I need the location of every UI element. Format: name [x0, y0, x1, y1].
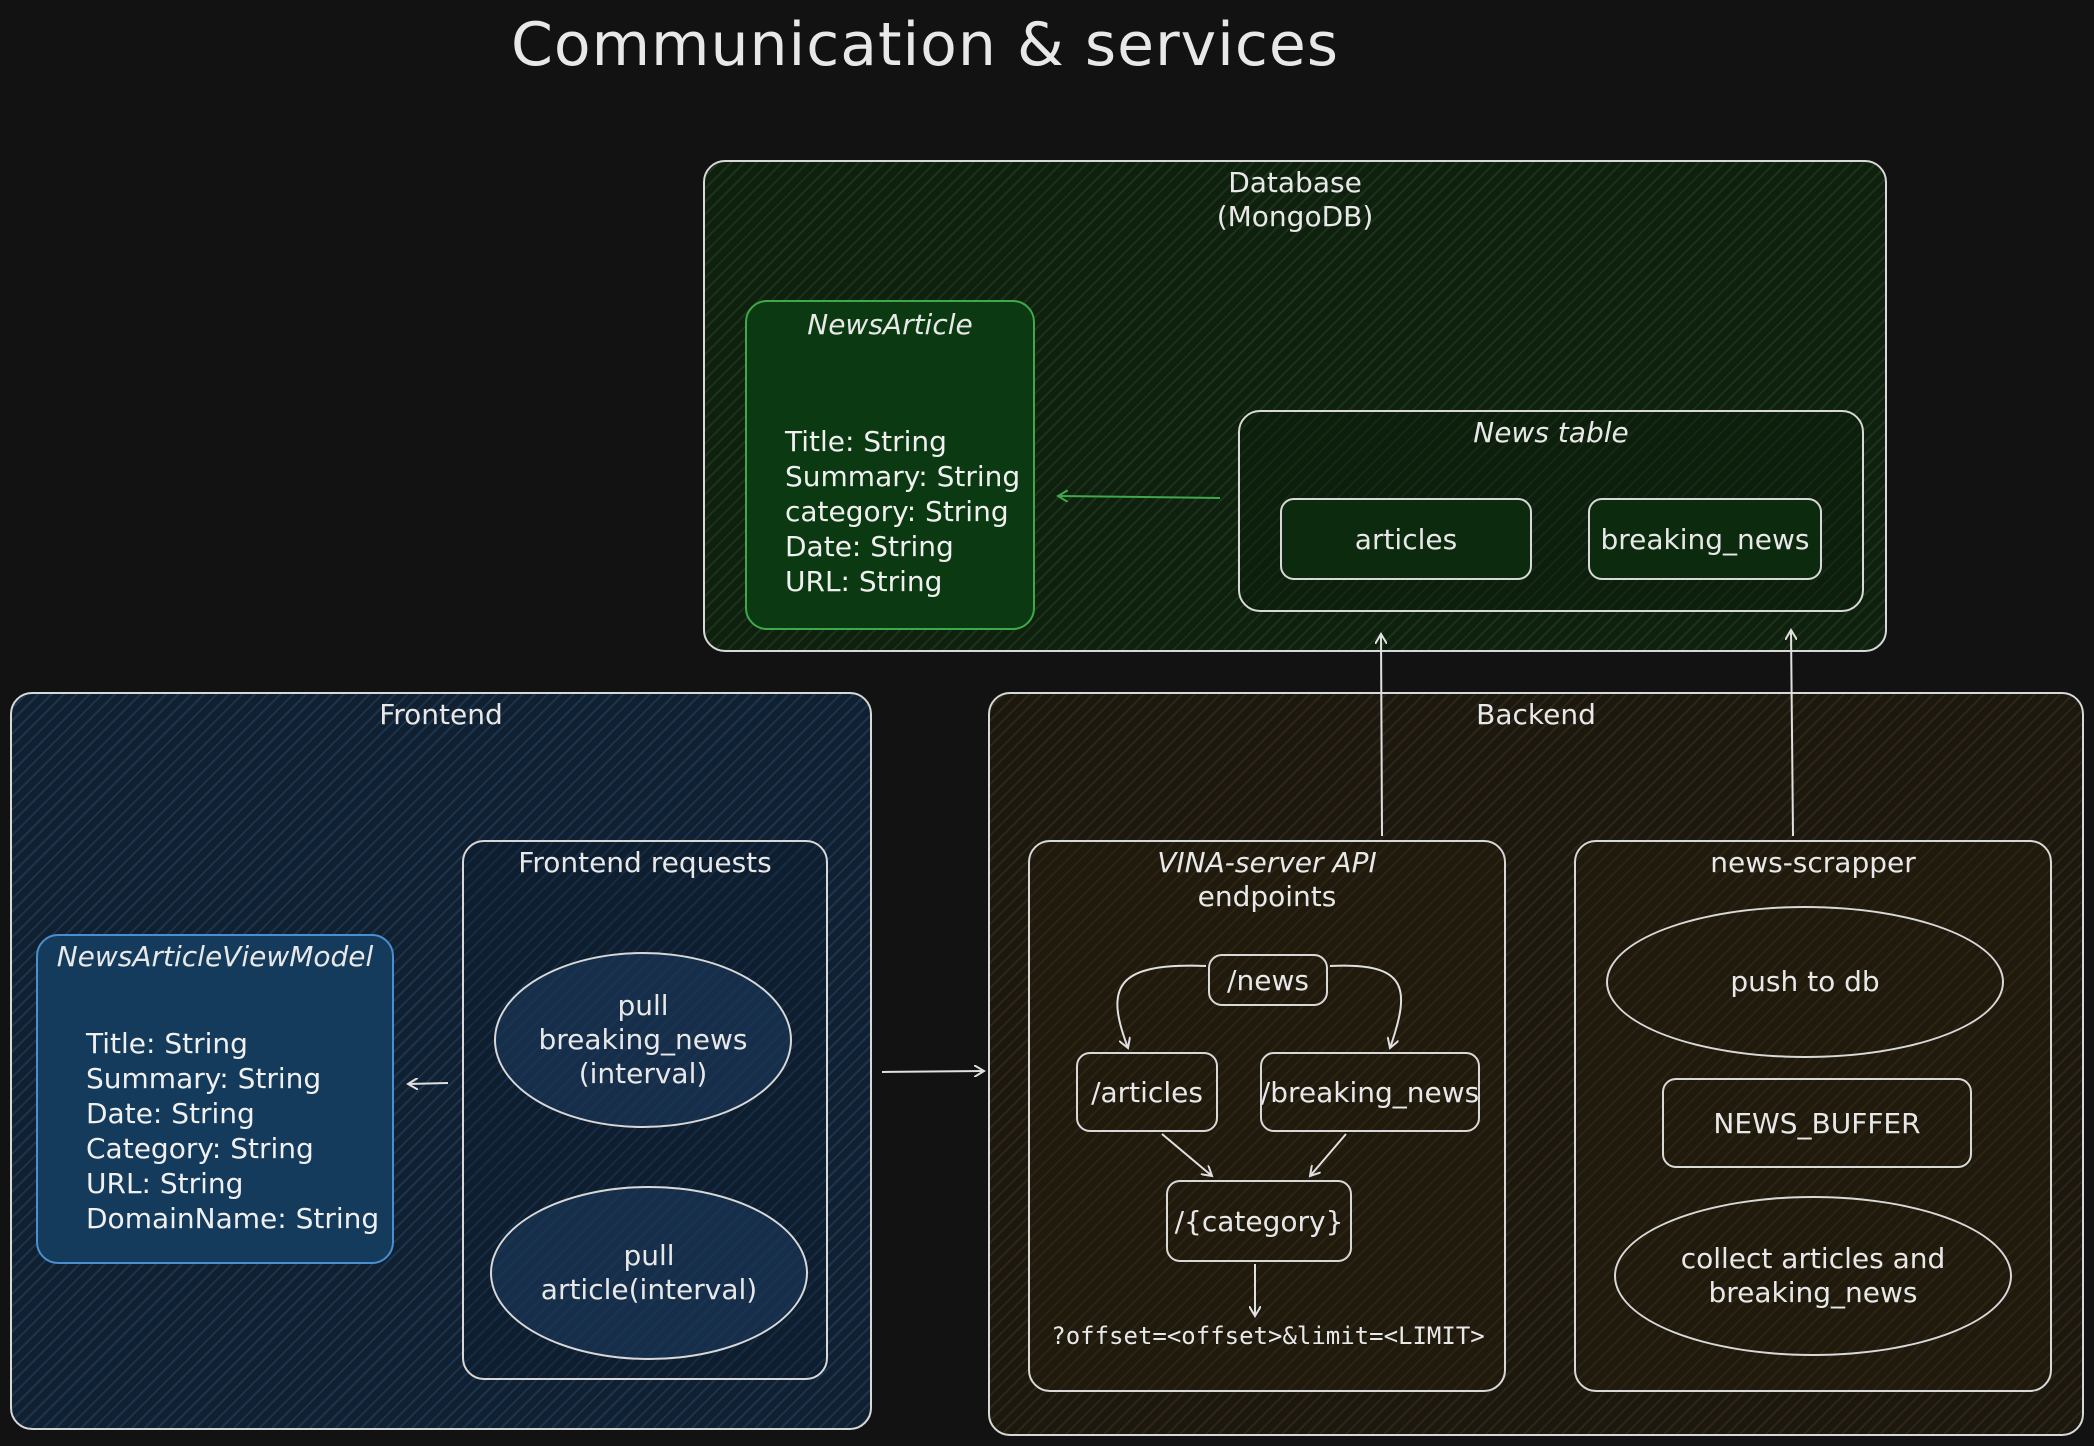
api-label: VINA-server API [1157, 846, 1377, 879]
arrow-articles-to-category [1161, 1133, 1212, 1176]
field: category: String [785, 495, 1009, 528]
arrow-frontend-to-backend [881, 1071, 984, 1072]
endpoint-category: /{category} [1166, 1180, 1352, 1262]
pull-breaking-news: pull breaking_news (interval) [494, 952, 792, 1128]
scrapper-label: news-scrapper [1710, 846, 1916, 879]
pull-article-line: article(interval) [540, 1273, 758, 1306]
arrow-api-to-articles [1381, 634, 1382, 837]
endpoint-news: /news [1208, 954, 1328, 1006]
pull-breaking-line: (interval) [578, 1057, 708, 1090]
field: URL: String [86, 1167, 244, 1200]
arrow-news-to-articles [1116, 964, 1207, 1048]
field: Title: String [785, 425, 947, 458]
viewmodel-fields: Title: String Summary: String Date: Stri… [86, 1026, 379, 1236]
collection-articles: articles [1280, 498, 1532, 580]
field: Date: String [86, 1097, 255, 1130]
collect-articles: collect articles and breaking_news [1614, 1196, 2012, 1356]
field: Summary: String [785, 460, 1021, 493]
endpoint-query: ?offset=<offset>&limit=<LIMIT> [1051, 1322, 1485, 1350]
field: Category: String [86, 1132, 314, 1165]
arrow-scrapper-to-breaking [1791, 630, 1793, 837]
viewmodel-name: NewsArticleViewModel [56, 940, 374, 973]
newsarticle-fields: Title: String Summary: String category: … [785, 424, 1020, 599]
newsarticleviewmodel: NewsArticleViewModel Title: String Summa… [36, 934, 394, 1264]
collection-breaking-news: breaking_news [1588, 498, 1822, 580]
news-table-label: News table [1473, 416, 1629, 449]
api-endpoints: VINA-server API endpoints [1028, 840, 1506, 1392]
field: Summary: String [86, 1062, 322, 1095]
arrow-newstable-to-model [1058, 496, 1221, 498]
pull-breaking-line: breaking_news [538, 1023, 748, 1056]
endpoint-breaking-news: /breaking_news [1260, 1052, 1480, 1132]
frontend-requests-label: Frontend requests [518, 846, 772, 879]
field: Date: String [785, 530, 954, 563]
field: Title: String [86, 1027, 248, 1060]
api-sublabel: endpoints [1197, 880, 1337, 913]
pull-breaking-line: pull [617, 989, 669, 1022]
newsarticle-name: NewsArticle [807, 308, 973, 341]
database-sublabel: (MongoDB) [1216, 200, 1374, 233]
backend-label: Backend [1476, 698, 1596, 731]
diagram-title: Communication & services [510, 10, 1340, 80]
database-label: Database [1228, 166, 1362, 199]
collect-line: collect articles and [1680, 1242, 1946, 1275]
push-to-db: push to db [1606, 906, 2004, 1058]
field: URL: String [785, 565, 943, 598]
endpoint-articles: /articles [1076, 1052, 1218, 1132]
arrow-breaking-to-category [1310, 1133, 1347, 1176]
pull-article-line: pull [623, 1239, 675, 1272]
field: DomainName: String [86, 1202, 380, 1235]
collect-line: breaking_news [1708, 1276, 1918, 1309]
pull-article: pull article(interval) [490, 1186, 808, 1360]
news-buffer: NEWS_BUFFER [1662, 1078, 1972, 1168]
arrow-news-to-breaking [1329, 964, 1403, 1048]
frontend-label: Frontend [379, 698, 503, 731]
arrow-requests-to-viewmodel [408, 1083, 449, 1084]
newsarticle-model: NewsArticle Title: String Summary: Strin… [745, 300, 1035, 630]
